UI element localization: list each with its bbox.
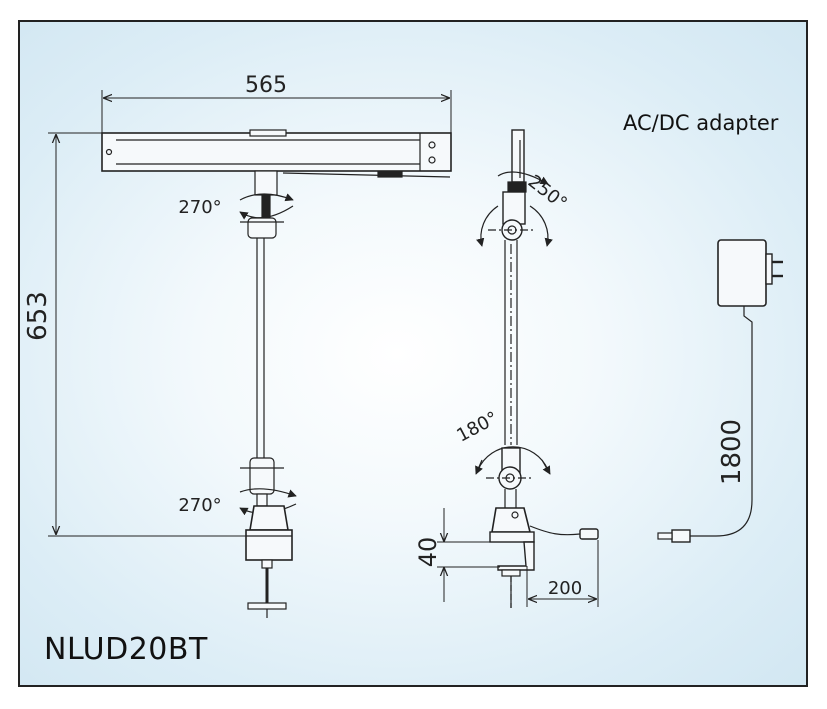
side-view xyxy=(437,129,599,608)
model-name: NLUD20BT xyxy=(44,632,208,667)
dim-clamp-height: 40 xyxy=(414,537,442,568)
dim-rotate-head: 270° xyxy=(178,197,221,218)
dim-width: 565 xyxy=(245,73,287,98)
dim-cord-length: 1800 xyxy=(717,419,747,485)
dim-clamp-depth: 200 xyxy=(548,578,582,599)
adapter-drawing xyxy=(657,239,783,543)
dim-height: 653 xyxy=(23,291,53,341)
drawing-frame xyxy=(18,20,808,687)
front-view xyxy=(48,90,452,618)
dim-tilt-head: 250° xyxy=(524,171,571,214)
dim-tilt-arm: 180° xyxy=(453,408,501,447)
adapter-label: AC/DC adapter xyxy=(623,111,779,135)
dim-rotate-base: 270° xyxy=(178,495,221,516)
